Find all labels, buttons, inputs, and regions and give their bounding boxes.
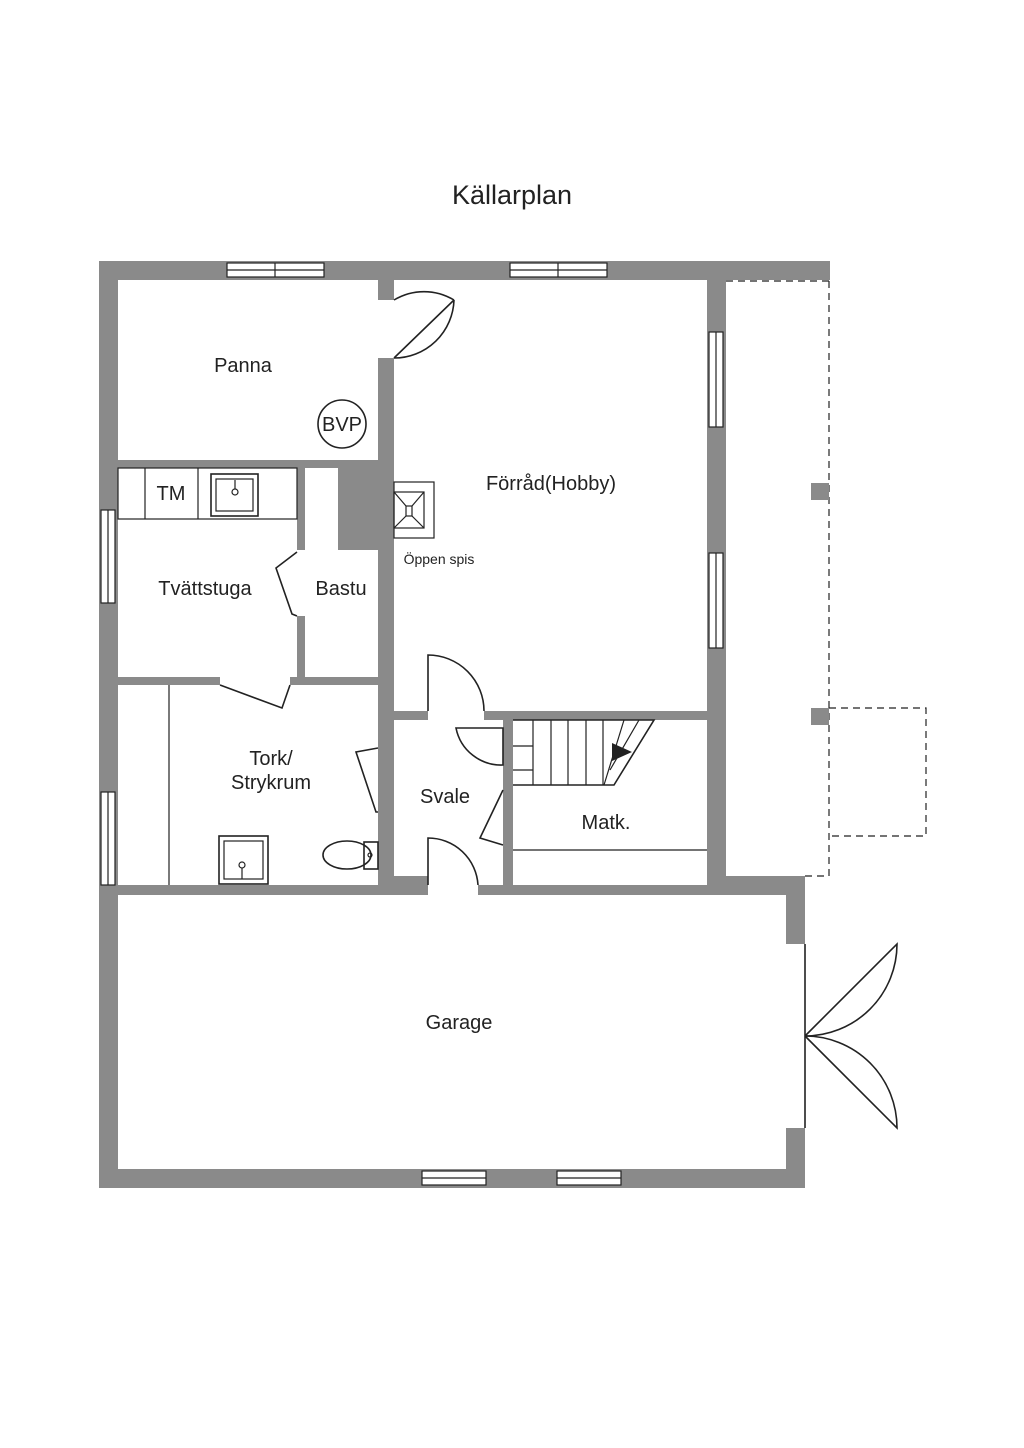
label-tvattstuga: Tvättstuga — [158, 578, 252, 600]
outer-walls — [99, 261, 830, 1188]
label-panna: Panna — [214, 355, 273, 377]
label-forrad: Förråd(Hobby) — [486, 473, 616, 495]
label-matk: Matk. — [582, 812, 631, 834]
label-tork-line1: Tork/ — [249, 748, 293, 770]
windows — [100, 262, 724, 1186]
label-tm: TM — [157, 483, 186, 505]
room-labels: Panna BVP Förråd(Hobby) TM Öppen spis Tv… — [157, 355, 631, 1034]
label-svale: Svale — [420, 786, 470, 808]
plan-title: Källarplan — [451, 180, 573, 210]
label-bastu: Bastu — [315, 578, 366, 600]
label-bvp: BVP — [322, 414, 362, 436]
terrace-outline — [726, 280, 927, 877]
label-garage: Garage — [426, 1012, 493, 1034]
stairs — [513, 719, 656, 786]
fixtures — [117, 399, 707, 885]
label-tork-line2: Strykrum — [231, 772, 311, 794]
inner-walls — [118, 280, 707, 888]
doors — [219, 290, 898, 1130]
label-oppen-spis: Öppen spis — [404, 550, 475, 567]
